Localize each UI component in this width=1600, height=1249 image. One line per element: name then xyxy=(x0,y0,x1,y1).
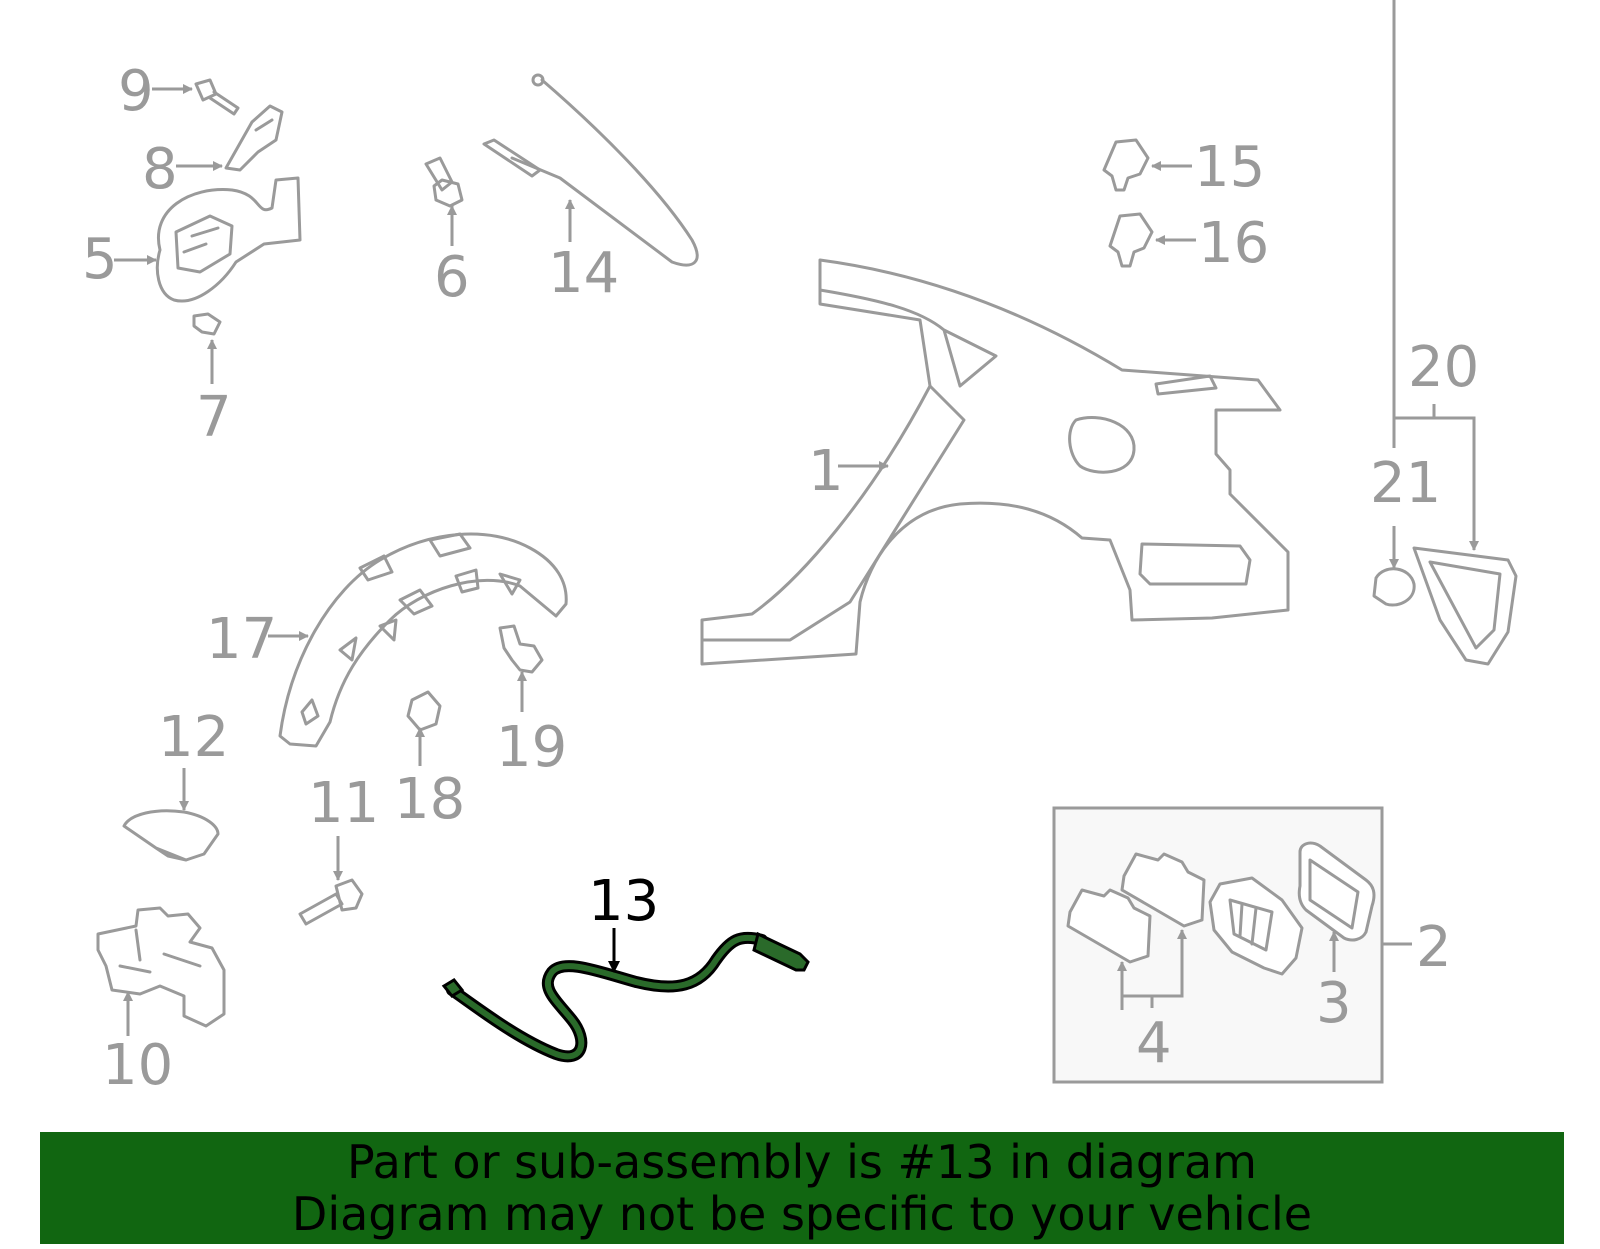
part-17-wheel-liner: 17 xyxy=(206,532,568,748)
callout-17: 17 xyxy=(206,607,277,672)
callout-20: 20 xyxy=(1408,335,1479,400)
callout-4: 4 xyxy=(1136,1011,1172,1076)
part-12-cap: 12 xyxy=(122,705,229,862)
info-banner: Part or sub-assembly is #13 in diagram D… xyxy=(40,1132,1564,1244)
part-1-quarter-panel: 1 xyxy=(700,258,1290,666)
part-11-bolt: 11 xyxy=(298,771,379,926)
part-7-clip: 7 xyxy=(192,312,232,450)
banner-line-1: Part or sub-assembly is #13 in diagram xyxy=(347,1135,1257,1189)
callout-15: 15 xyxy=(1194,135,1265,200)
part-6-bolt: 6 xyxy=(424,156,470,310)
part-5-filler-door: 5 xyxy=(82,176,302,303)
part-18-nut: 18 xyxy=(394,690,465,832)
callout-18: 18 xyxy=(394,767,465,832)
banner-line-2: Diagram may not be specific to your vehi… xyxy=(291,1187,1313,1241)
part-15-clip: 15 xyxy=(1102,135,1265,200)
callout-21: 21 xyxy=(1370,451,1441,516)
part-14-cable: 14 xyxy=(482,73,699,306)
callout-12: 12 xyxy=(158,705,229,770)
part-2-box-group: 4 3 2 xyxy=(1052,806,1452,1084)
callout-5: 5 xyxy=(82,227,118,292)
callout-13: 13 xyxy=(588,869,659,934)
callout-7: 7 xyxy=(196,385,232,450)
callout-3: 3 xyxy=(1316,971,1352,1036)
part-20-21-lamp: 20 21 xyxy=(1370,0,1518,666)
part-9-bolt: 9 xyxy=(118,59,240,124)
part-10-bracket: 10 xyxy=(96,906,226,1098)
part-16-clip: 16 xyxy=(1108,211,1269,276)
part-19-clip: 19 xyxy=(496,624,567,780)
callout-10: 10 xyxy=(102,1033,173,1098)
callout-16: 16 xyxy=(1198,211,1269,276)
callout-1: 1 xyxy=(808,439,844,504)
callout-8: 8 xyxy=(142,137,178,202)
part-13-cable-highlighted: 13 xyxy=(441,869,810,1063)
part-8-bracket: 8 xyxy=(142,104,284,202)
callout-14: 14 xyxy=(548,241,619,306)
callout-11: 11 xyxy=(308,771,379,836)
callout-2: 2 xyxy=(1416,915,1452,980)
callout-19: 19 xyxy=(496,715,567,780)
callout-9: 9 xyxy=(118,59,154,124)
callout-6: 6 xyxy=(434,245,470,310)
